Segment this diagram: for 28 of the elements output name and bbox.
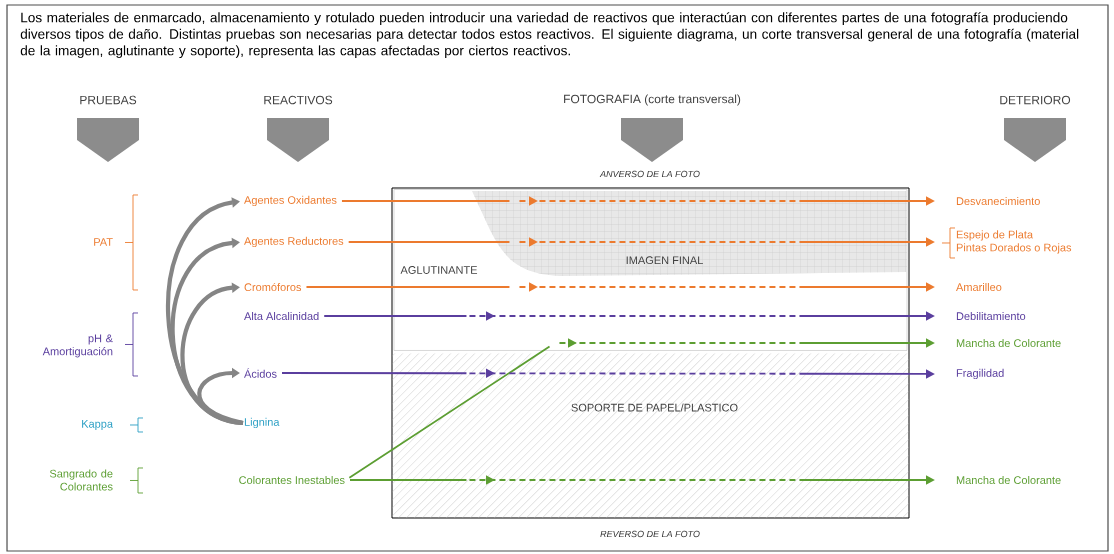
- item-label: Fragilidad: [956, 368, 1004, 380]
- column-heading: FOTOGRAFIA (corte transversal): [564, 94, 741, 106]
- column-heading: REACTIVOS: [264, 95, 333, 105]
- item-label: Mancha de Colorante: [956, 475, 1061, 485]
- item-label: Debilitamiento: [956, 311, 1026, 321]
- item-label: Ácidos: [244, 368, 277, 378]
- item-label: Agentes Reductores: [244, 236, 344, 248]
- item-label: Kappa: [82, 420, 113, 430]
- layer-label: IMAGEN FINAL: [626, 256, 703, 265]
- item-label: Sangrado de Colorantes: [49, 469, 113, 491]
- item-label: Agentes Oxidantes: [244, 195, 337, 207]
- side-label: REVERSO DE LA FOTO: [600, 530, 700, 538]
- item-label: Espejo de Plata Pintas Dorados o Rojas: [956, 230, 1072, 254]
- layer-label: SOPORTE DE PAPEL/PLASTICO: [571, 403, 738, 412]
- item-label: Lignina: [244, 417, 280, 429]
- side-label: ANVERSO DE LA FOTO: [599, 170, 700, 178]
- item-label: Desvanecimiento: [956, 196, 1040, 206]
- column-heading: PRUEBAS: [80, 95, 137, 105]
- item-label: Cromóforos: [244, 282, 302, 292]
- item-label: Alta Alcalinidad: [244, 311, 319, 321]
- item-label: PAT: [94, 238, 113, 246]
- item-label: pH & Amortiguación: [42, 334, 113, 358]
- caption-text: Los materiales de enmarcado, almacenamiento y rotulado pueden introducir una variedad de reactivos que interactúan con diferentes partes de una fotografía produciendo diversos tipos de daño. Distintas pruebas son necesarias para detectar todos estos reactivos. El siguiente diagrama, un corte transversal general de una fotografía (material de la imagen, aglutinante y soporte), representa las capas afectadas por ciertos reactivos.: [20, 12, 1079, 59]
- item-label: Mancha de Colorante: [956, 338, 1061, 348]
- arrow: [197, 367, 244, 426]
- column-heading: DETERIORO: [1000, 95, 1071, 105]
- item-label: Colorantes Inestables: [239, 475, 345, 485]
- item-label: Amarilleo: [956, 282, 1002, 292]
